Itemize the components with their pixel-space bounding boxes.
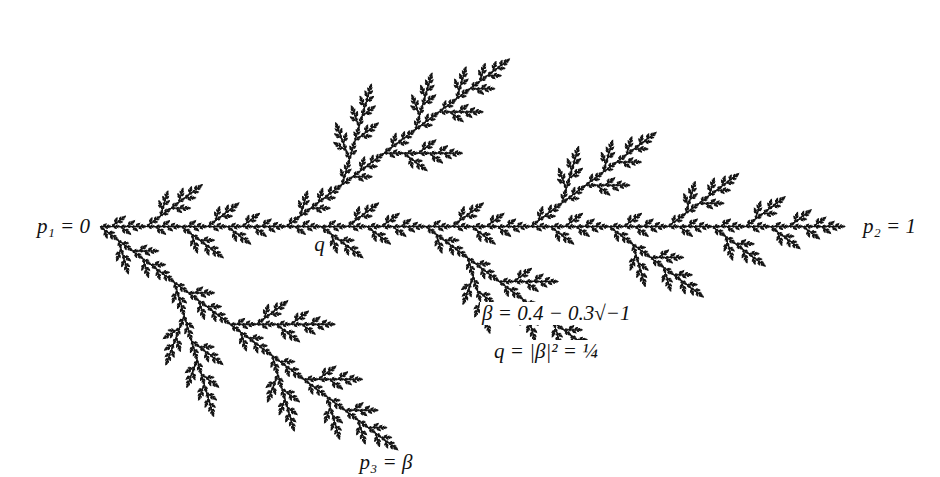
endpoint-label: p₃ = β — [358, 451, 415, 474]
endpoint-label: p₂ = 1 — [861, 215, 918, 238]
endpoint-label: p₁ = 0 — [35, 215, 92, 238]
parameter-note: β = 0.4 − 0.3√−1 — [480, 302, 633, 325]
parameter-note: q = |β|² = ¼ — [492, 340, 600, 363]
dendrite-fractal — [100, 59, 845, 450]
point-label: q — [312, 233, 327, 256]
